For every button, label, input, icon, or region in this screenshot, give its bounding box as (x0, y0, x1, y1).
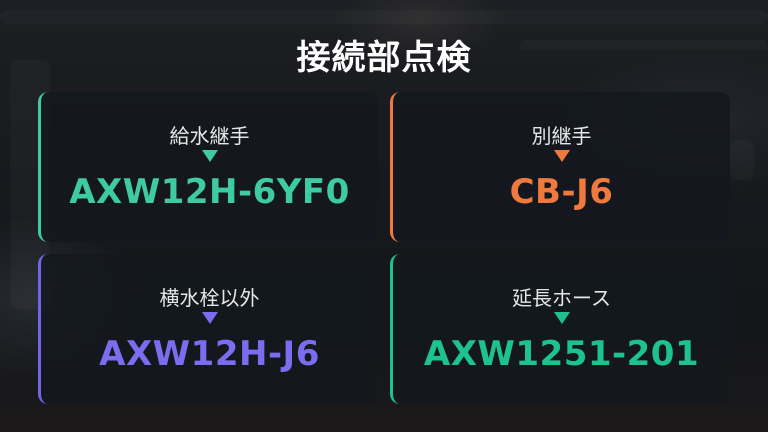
card-code: AXW12H-6YF0 (69, 172, 350, 212)
down-arrow-icon (201, 150, 218, 162)
down-arrow-icon (553, 312, 570, 324)
card-label: 延長ホース (512, 286, 611, 310)
card-label: 横水栓以外 (159, 286, 260, 310)
card-non-horizontal-faucet: 横水栓以外 AXW12H-J6 (38, 254, 378, 404)
page-title: 接続部点検 (296, 38, 472, 78)
card-separate-fitting: 別継手 CB-J6 (390, 92, 730, 242)
card-label: 給水継手 (169, 124, 250, 148)
down-arrow-icon (201, 312, 218, 324)
card-label: 別継手 (531, 124, 592, 148)
card-water-fitting: 給水継手 AXW12H-6YF0 (38, 92, 378, 242)
card-code: CB-J6 (509, 172, 614, 212)
card-code: AXW1251-201 (423, 334, 700, 374)
down-arrow-icon (553, 150, 570, 162)
card-extension-hose: 延長ホース AXW1251-201 (390, 254, 730, 404)
card-code: AXW12H-J6 (99, 334, 320, 374)
